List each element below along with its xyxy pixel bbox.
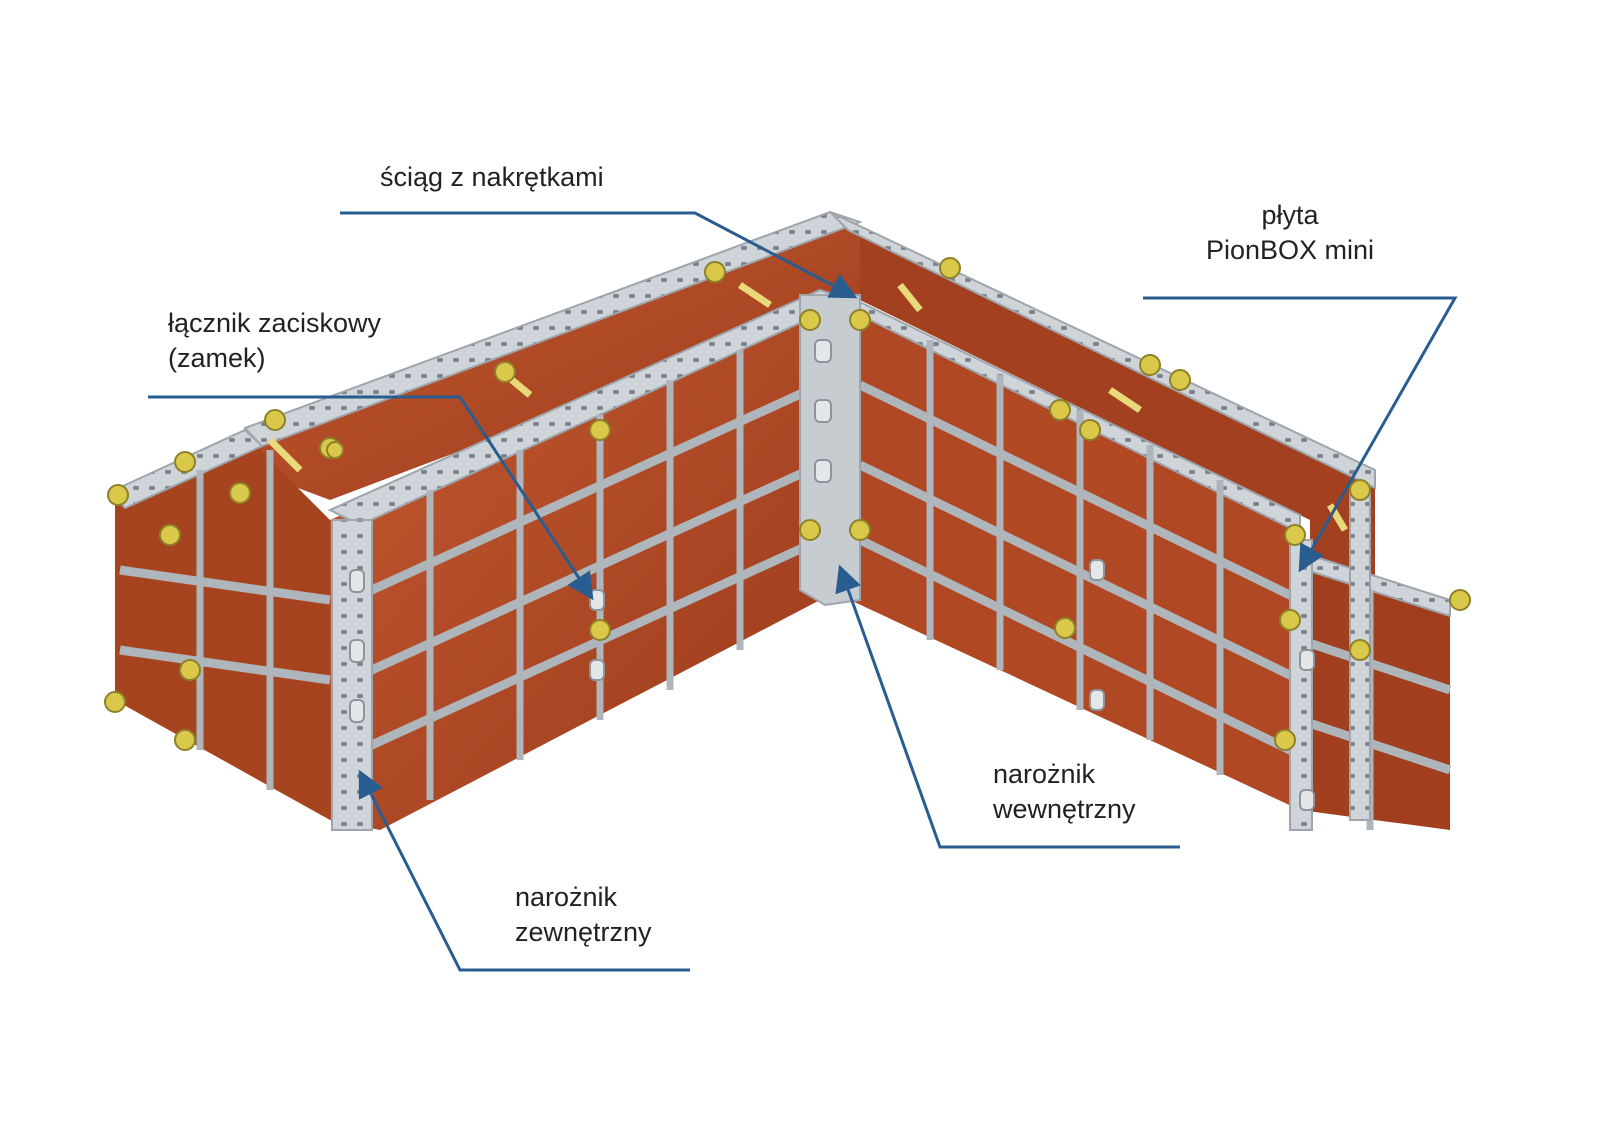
label-tie-rod: ściąg z nakrętkami [380,160,604,195]
tie-rods [267,282,1349,532]
label-clamp-line1: łącznik zaciskowy [168,308,382,338]
label-outer-corner-line1: narożnik [515,882,618,912]
leader-tie-rod [340,211,858,299]
label-inner-corner-line1: narożnik [993,759,1096,789]
formwork-illustration [104,210,1471,831]
leader-clamp [148,395,594,601]
label-clamp-line2: (zamek) [168,343,266,373]
top-rail-back-right [829,211,1376,490]
label-outer-corner-line2: zewnętrzny [515,917,652,947]
clamps [104,257,1471,751]
leader-lines [148,211,1458,972]
front-right-wall-face [850,300,1300,810]
label-panel-line2: PionBOX mini [1205,235,1375,265]
label-clamp: łącznik zaciskowy (zamek) [168,306,381,376]
label-tie-rod-line1: ściąg z nakrętkami [380,162,604,192]
label-outer-corner: narożnik zewnętrzny [515,880,652,950]
label-panel: płyta PionBOX mini [1175,198,1405,268]
label-panel-line1: płyta [1261,200,1319,230]
corner-hooks [349,339,1315,811]
leader-panel [1143,296,1458,573]
label-inner-corner: narożnik wewnętrzny [993,757,1136,827]
front-left-wall-face [330,300,820,830]
label-inner-corner-line2: wewnętrzny [993,794,1136,824]
back-left-wall-face [250,222,860,500]
leader-inner-corner [835,564,1180,849]
right-end-post [1289,539,1313,831]
right-end-wall-face [1300,560,1450,830]
leader-outer-corner [358,769,690,972]
front-left-posts [196,350,744,800]
